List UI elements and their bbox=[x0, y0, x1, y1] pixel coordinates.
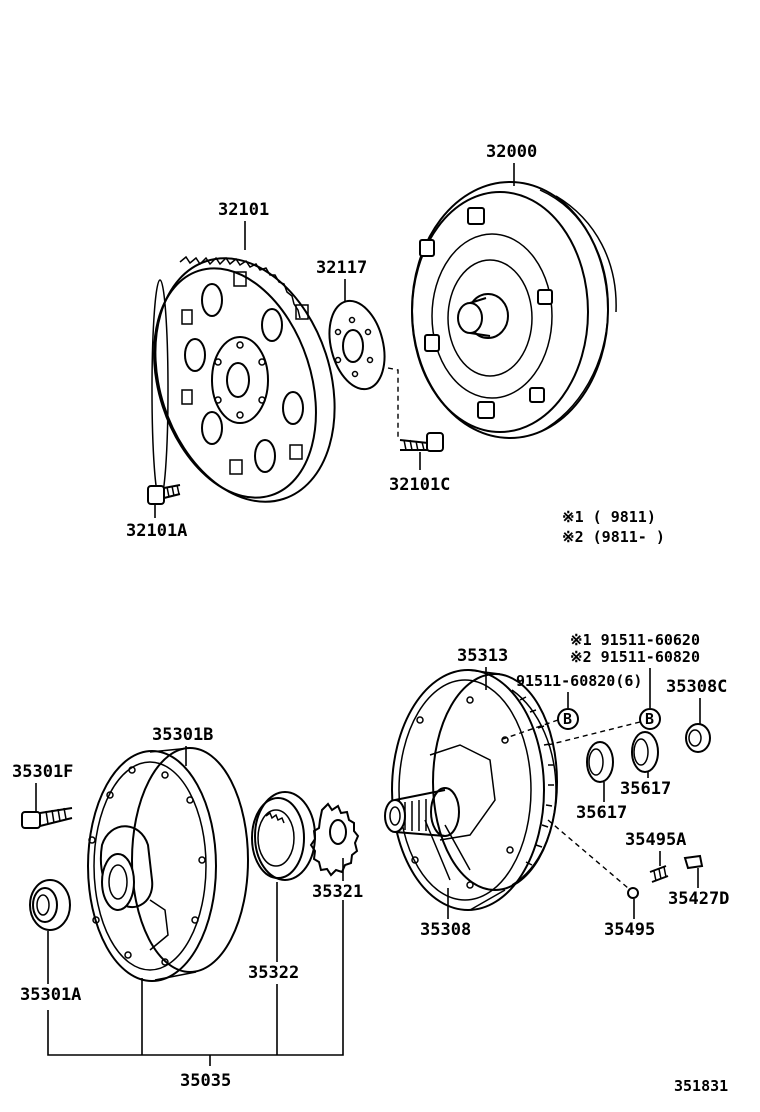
ref-b-left: B bbox=[563, 710, 572, 728]
upper-labels: 32000 32101 32117 32101C 32101A bbox=[126, 142, 537, 541]
ball-35495 bbox=[547, 819, 639, 899]
bolt-32101a bbox=[147, 484, 181, 505]
label-35495: 35495 bbox=[604, 920, 655, 940]
label-32000: 32000 bbox=[486, 142, 537, 162]
drive-gear-35321 bbox=[309, 802, 360, 877]
driven-gear-35322 bbox=[251, 791, 316, 881]
label-35617-rear: 35617 bbox=[620, 779, 671, 799]
label-32117: 32117 bbox=[316, 258, 367, 278]
bolt-32101c bbox=[387, 367, 444, 452]
bolt-ref-1: ※1 91511-60620 bbox=[570, 631, 700, 649]
label-32101c: 32101C bbox=[389, 475, 450, 495]
seal-ring-35617-rear bbox=[631, 731, 659, 773]
drive-plate-32101 bbox=[151, 255, 336, 503]
label-35322: 35322 bbox=[248, 963, 299, 983]
label-35308c: 35308C bbox=[666, 677, 727, 697]
label-35313: 35313 bbox=[457, 646, 508, 666]
bolt-35301f bbox=[21, 807, 73, 829]
label-35035: 35035 bbox=[180, 1071, 231, 1091]
bolt-reference-notes: ※1 91511-60620 ※2 91511-60820 91511-6082… bbox=[499, 631, 700, 746]
label-35308: 35308 bbox=[420, 920, 471, 940]
torque-converter-32000 bbox=[411, 181, 617, 439]
applicability-note-2: ※2 (9811- ) bbox=[562, 528, 665, 546]
ref-b-right: B bbox=[645, 710, 654, 728]
label-32101a: 32101A bbox=[126, 521, 187, 541]
applicability-notes: ※1 ( 9811) ※2 (9811- ) bbox=[562, 508, 665, 546]
label-35495a: 35495A bbox=[625, 830, 686, 850]
label-35301a: 35301A bbox=[20, 985, 81, 1005]
spacer-plate-32117 bbox=[328, 299, 386, 391]
plug-35495a bbox=[649, 865, 669, 883]
oil-seal-35301a bbox=[29, 879, 71, 931]
label-32101: 32101 bbox=[218, 200, 269, 220]
bolt-ref-3: 91511-60820(6) bbox=[516, 672, 642, 690]
seal-ring-35617-front bbox=[586, 741, 614, 783]
label-35321: 35321 bbox=[312, 882, 363, 902]
lower-labels: 35313 35308C 35301B 35301F 35617 35617 3… bbox=[12, 646, 729, 1095]
diagram-id: 351831 bbox=[674, 1077, 728, 1095]
label-35617-front: 35617 bbox=[576, 803, 627, 823]
label-35427d: 35427D bbox=[668, 889, 729, 909]
bushing-35308c bbox=[685, 723, 711, 753]
oil-pump-body-35301b bbox=[87, 747, 249, 982]
label-35301b: 35301B bbox=[152, 725, 213, 745]
stator-support-35308 bbox=[384, 669, 558, 911]
bolt-ref-2: ※2 91511-60820 bbox=[570, 648, 700, 666]
applicability-note-1: ※1 ( 9811) bbox=[562, 508, 656, 526]
pin-35427d bbox=[683, 854, 704, 870]
label-35301f: 35301F bbox=[12, 762, 73, 782]
